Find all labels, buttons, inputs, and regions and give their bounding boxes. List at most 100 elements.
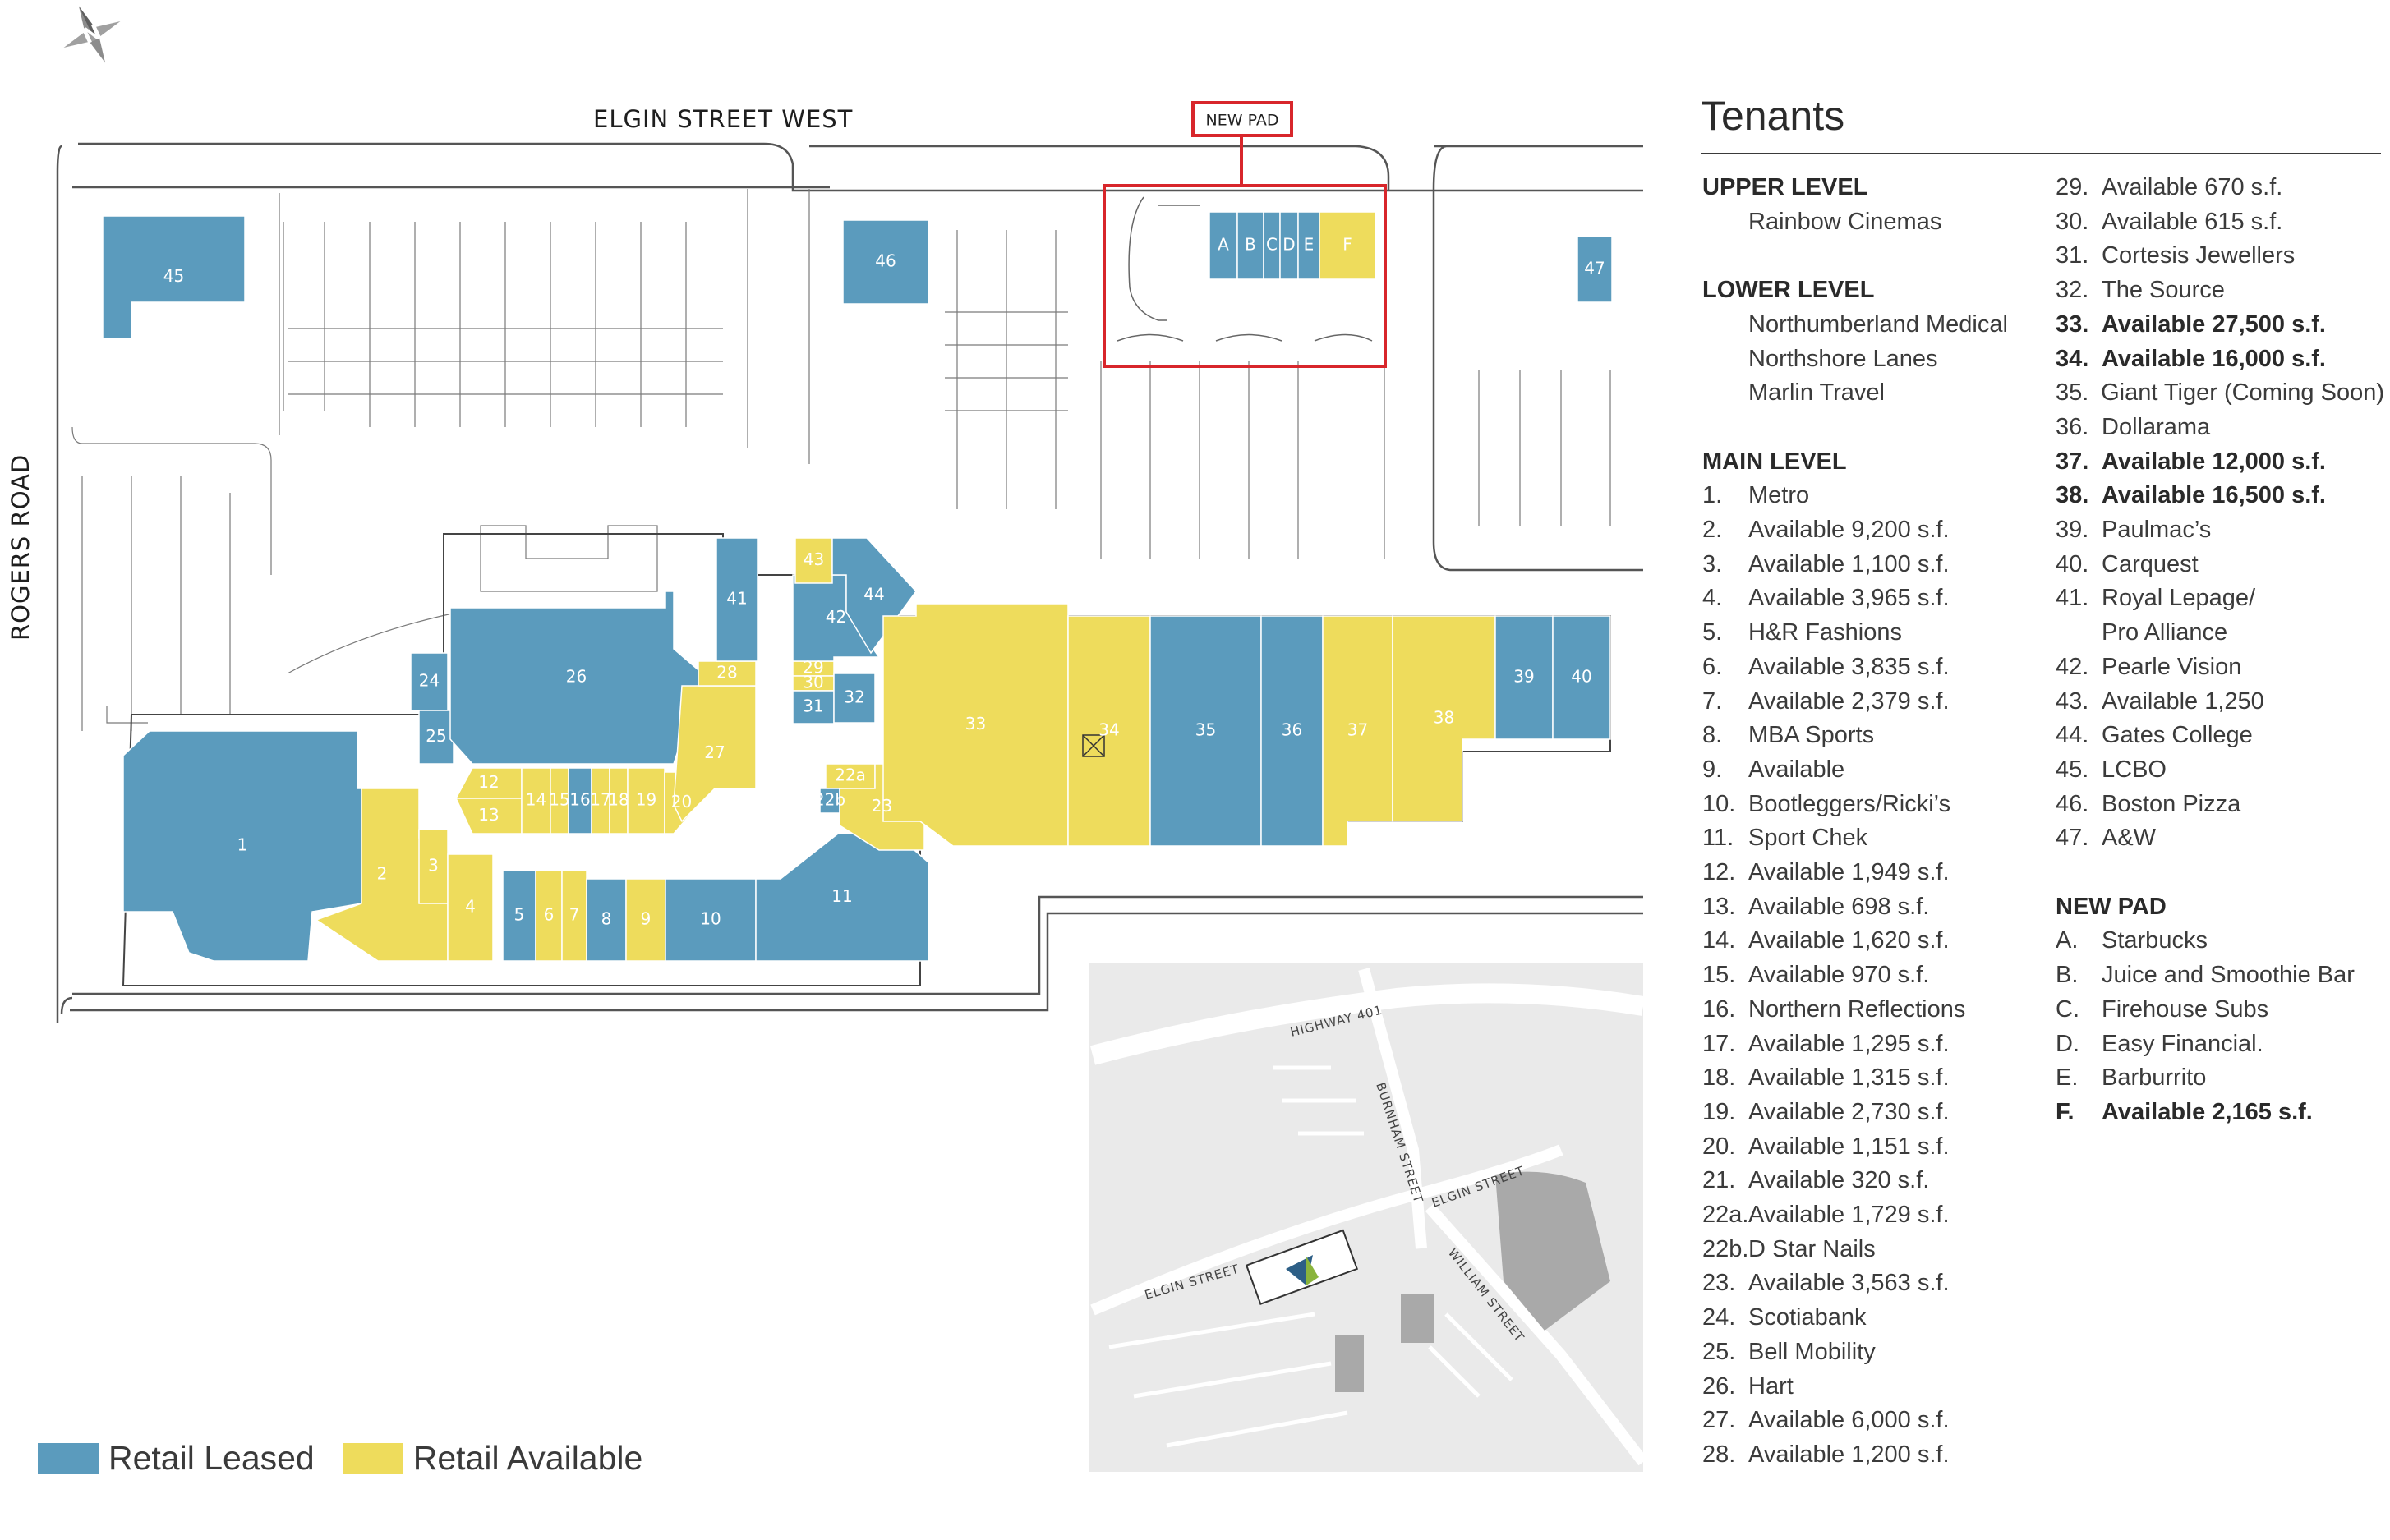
tenant-list-item: 14.Available 1,620 s.f. — [1702, 924, 2047, 958]
tenant-list-item: 24.Scotiabank — [1702, 1301, 2047, 1335]
unit-25[interactable] — [418, 710, 454, 765]
legend-label-available: Retail Available — [412, 1439, 643, 1477]
lower-level-item: Northumberland Medical — [1748, 310, 2008, 338]
tenant-name: Available 1,200 s.f. — [1748, 1441, 1950, 1468]
tenant-list-item: 28. Available 1,200 s.f. — [1702, 1438, 2047, 1473]
tenant-list-item: 18.Available 1,315 s.f. — [1702, 1061, 2047, 1096]
legend-item-available: Retail Available — [342, 1439, 643, 1478]
tenant-name: LCBO — [2102, 756, 2167, 783]
map-legend: Retail Leased Retail Available — [38, 1439, 670, 1478]
unit-45[interactable] — [102, 215, 246, 339]
tenant-list-item: 1.Metro — [1702, 479, 2047, 513]
unit-34[interactable] — [1067, 615, 1151, 847]
unit-6[interactable] — [535, 870, 563, 962]
unit-24[interactable] — [410, 652, 449, 711]
legend-item-leased: Retail Leased — [38, 1439, 315, 1478]
unit-41[interactable] — [716, 537, 758, 662]
unit-label-17: 17 — [590, 790, 610, 810]
unit-E[interactable] — [1297, 211, 1320, 280]
unit-10[interactable] — [665, 878, 757, 962]
tenant-list-item: 2.Available 9,200 s.f. — [1702, 513, 2047, 548]
tenant-name: Carquest — [2102, 550, 2199, 577]
unit-46[interactable] — [842, 219, 929, 305]
unit-label-19: 19 — [636, 790, 656, 810]
unit-9[interactable] — [625, 878, 666, 962]
tenant-name: Available 615 s.f. — [2102, 208, 2283, 235]
tenant-name: Available 1,151 s.f. — [1748, 1133, 1950, 1160]
tenant-name: Scotiabank — [1748, 1304, 1867, 1331]
compass-icon: N — [63, 6, 121, 63]
tenant-name: Available 3,965 s.f. — [1748, 585, 1950, 612]
tenant-list-item: 12.Available 1,949 s.f. — [1702, 856, 2047, 890]
tenant-number: 36. — [2056, 413, 2089, 440]
unit-3[interactable] — [418, 829, 449, 904]
unit-22b[interactable] — [819, 788, 840, 814]
unit-label-16: 16 — [569, 790, 590, 810]
unit-label-26: 26 — [566, 667, 587, 687]
tenant-name: Giant Tiger (Coming Soon) — [2101, 379, 2384, 407]
unit-31[interactable] — [792, 690, 835, 724]
tenant-name: Available 27,500 s.f. — [2102, 310, 2326, 338]
unit-32[interactable] — [833, 673, 876, 724]
unit-47[interactable] — [1577, 236, 1613, 303]
tenant-list-item: 21.Available 320 s.f. — [1702, 1164, 2047, 1198]
unit-22a[interactable] — [825, 763, 876, 789]
tenant-name: A&W — [2102, 825, 2157, 852]
unit-1[interactable] — [122, 730, 362, 962]
legend-swatch-available — [342, 1442, 403, 1474]
unit-39[interactable] — [1494, 615, 1554, 740]
unit-label-29: 29 — [803, 658, 823, 678]
tenant-number: 7. — [1702, 687, 1723, 715]
unit-label-E: E — [1304, 235, 1315, 255]
tenant-name: D Star Nails — [1748, 1235, 1876, 1262]
tenant-list-item: 45.LCBO — [2056, 753, 2384, 788]
unit-44[interactable] — [831, 537, 917, 655]
tenant-number: 16. — [1702, 995, 1736, 1023]
tenant-column-1: UPPER LEVEL Rainbow Cinemas LOWER LEVEL … — [1702, 171, 2047, 1473]
unit-F[interactable] — [1319, 211, 1376, 280]
site-plan-map: N ELGIN STREET WEST ROGERS ROAD — [7, 6, 1643, 1472]
tenants-title: Tenants — [1701, 93, 1845, 139]
tenant-list-item: 7.Available 2,379 s.f. — [1702, 685, 2047, 719]
unit-5[interactable] — [502, 870, 536, 962]
unit-label-47: 47 — [1584, 259, 1605, 278]
unit-label-23: 23 — [872, 796, 892, 816]
unit-36[interactable] — [1260, 615, 1324, 847]
unit-label-12: 12 — [478, 772, 499, 792]
unit-16[interactable] — [568, 767, 592, 834]
unit-label-24: 24 — [419, 671, 440, 691]
tenant-number: 47. — [2056, 825, 2089, 852]
tenant-number: 28. — [1702, 1441, 1736, 1468]
tenant-name: Available 1,100 s.f. — [1748, 550, 1950, 577]
tenant-name: MBA Sports — [1748, 722, 1875, 749]
unit-14[interactable] — [521, 767, 551, 834]
tenant-list-item: 6.Available 3,835 s.f. — [1702, 650, 2047, 685]
tenant-list-item: 42.Pearle Vision — [2056, 650, 2384, 685]
unit-4[interactable] — [447, 853, 494, 962]
unit-label-34: 34 — [1098, 720, 1119, 740]
tenant-name: Available 970 s.f. — [1748, 962, 1930, 989]
tenant-name: Available 2,165 s.f. — [2102, 1098, 2313, 1125]
tenant-name: Cortesis Jewellers — [2102, 242, 2296, 269]
tenant-list-item: 34.Available 16,000 s.f. — [2056, 342, 2384, 377]
tenant-list-item: Pro Alliance — [2056, 616, 2384, 650]
unit-19[interactable] — [627, 767, 665, 834]
tenant-number: 43. — [2056, 687, 2089, 715]
tenant-name: Available 2,730 s.f. — [1748, 1098, 1950, 1125]
tenant-name: Available — [1748, 756, 1845, 783]
unit-43[interactable] — [794, 537, 833, 584]
tenant-list-item: 4. Available 3,965 s.f. — [1702, 582, 2047, 616]
unit-A[interactable] — [1209, 211, 1238, 280]
tenant-list-item: 33.Available 27,500 s.f. — [2056, 308, 2384, 342]
tenant-number: 4. — [1702, 585, 1723, 612]
tenant-list-item: 40.Carquest — [2056, 548, 2384, 582]
unit-label-25: 25 — [426, 726, 446, 746]
unit-label-22a: 22a — [835, 765, 866, 785]
unit-40[interactable] — [1552, 615, 1611, 740]
unit-8[interactable] — [586, 878, 627, 962]
tenant-number: 6. — [1702, 653, 1723, 680]
unit-28[interactable] — [698, 660, 757, 687]
unit-26[interactable] — [449, 591, 703, 765]
tenant-name: Sport Chek — [1748, 825, 1868, 852]
unit-label-46: 46 — [875, 251, 896, 271]
